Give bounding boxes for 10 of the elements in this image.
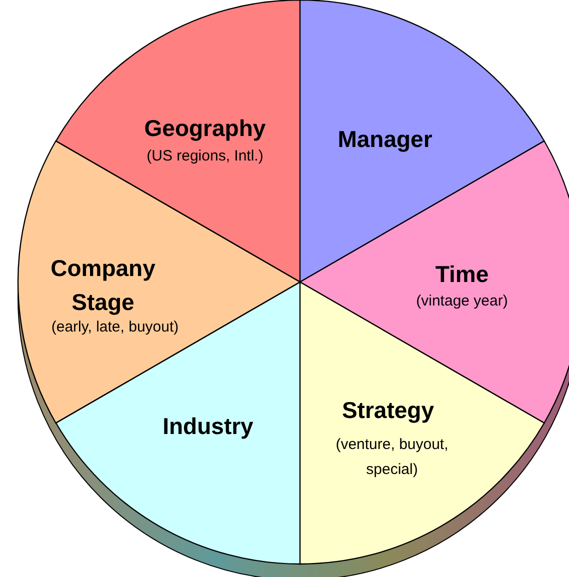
- slice-title: Manager: [336, 125, 434, 154]
- slice-note: (early, late, buyout): [50, 318, 180, 338]
- slice-title: Strategy: [340, 396, 436, 425]
- slice-title: Geography: [143, 114, 267, 143]
- slice-title: Industry: [162, 412, 254, 441]
- slice-title: Company Stage: [50, 254, 156, 317]
- slice-note: (venture, buyout, special): [334, 435, 450, 480]
- slice-note: (vintage year): [415, 292, 509, 312]
- slice-title: Time: [434, 260, 490, 289]
- slice-note: (US regions, Intl.): [146, 146, 264, 166]
